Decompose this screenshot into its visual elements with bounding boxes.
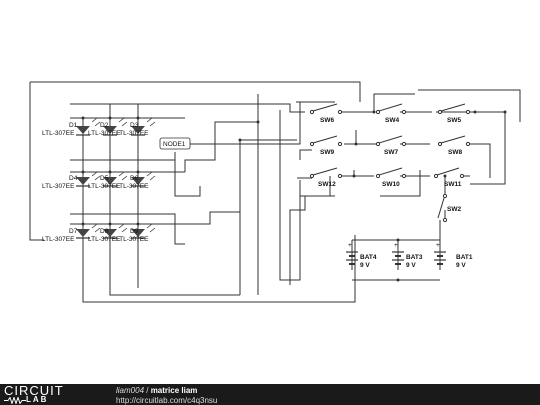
led-part: LTL-307EE xyxy=(116,236,149,243)
switch-sw4 xyxy=(375,103,407,115)
circuit-schematic: D1 LTL-307EE D2 LTL-307EE D3 LTL-307EE D… xyxy=(29,81,521,303)
sw11-label: SW11 xyxy=(444,181,462,188)
switch-sw12 xyxy=(309,167,343,179)
bat3-plus: + xyxy=(394,242,398,249)
bat1-ref: BAT1 xyxy=(456,254,473,261)
bat3-ref: BAT3 xyxy=(406,254,423,261)
separator: / xyxy=(144,386,151,395)
bat1-plus: + xyxy=(436,242,440,249)
sw9-label: SW9 xyxy=(320,149,334,156)
junction-dots xyxy=(81,110,507,282)
led-ref: D2 xyxy=(100,122,109,129)
led-ref: D3 xyxy=(130,122,139,129)
led-ref: D8 xyxy=(100,228,109,235)
switch-sw8 xyxy=(437,135,471,147)
led-ref: D6 xyxy=(130,175,139,182)
switch-sw2 xyxy=(437,193,448,223)
sw7-label: SW7 xyxy=(384,149,398,156)
led-matrix: D1 LTL-307EE D2 LTL-307EE D3 LTL-307EE D… xyxy=(42,117,156,243)
led-d1: D1 LTL-307EE xyxy=(42,122,90,137)
sw10-label: SW10 xyxy=(382,181,400,188)
led-ref: D9 xyxy=(130,228,139,235)
led-d5: D5 LTL-307EE xyxy=(88,175,121,190)
wires xyxy=(29,81,521,303)
sw6-label: SW6 xyxy=(320,117,334,124)
led-ref: D1 xyxy=(69,122,78,129)
led-part: LTL-307EE xyxy=(88,236,121,243)
led-part: LTL-307EE xyxy=(116,183,149,190)
circuit-url-link[interactable]: http://circuitlab.com/c4q3nsu xyxy=(116,396,218,405)
led-d6: D6 LTL-307EE xyxy=(116,175,149,190)
batteries: + BAT4 9 V + BAT3 9 V + BAT1 9 V xyxy=(346,240,473,269)
sw4-label: SW4 xyxy=(385,117,399,124)
bat4-ref: BAT4 xyxy=(360,254,377,261)
led-part: LTL-307EE xyxy=(42,236,75,243)
bat4-value: 9 V xyxy=(360,262,370,269)
bat3-value: 9 V xyxy=(406,262,416,269)
switch-sw10 xyxy=(375,167,407,179)
logo-text-bottom: LAB xyxy=(26,395,49,404)
battery-bat3 xyxy=(392,240,404,265)
led-d2: D2 LTL-307EE xyxy=(88,122,121,137)
switch-sw6 xyxy=(309,103,343,115)
led-part: LTL-307EE xyxy=(116,130,149,137)
footer-bar: CIRCUIT LAB liam004 / matrice liam http:… xyxy=(0,384,540,405)
led-d8: D8 LTL-307EE xyxy=(88,228,121,243)
led-ref: D4 xyxy=(69,175,78,182)
author-title-line: liam004 / matrice liam xyxy=(116,386,197,395)
resistor-squiggle-icon xyxy=(4,397,26,404)
switch-sw5 xyxy=(437,103,471,115)
sw5-label: SW5 xyxy=(447,117,461,124)
circuitlab-logo[interactable]: CIRCUIT LAB xyxy=(4,383,96,404)
led-part: LTL-307EE xyxy=(42,183,75,190)
led-part: LTL-307EE xyxy=(88,183,121,190)
circuit-title: matrice liam xyxy=(150,386,198,395)
sw2-label: SW2 xyxy=(447,206,461,213)
bat4-plus: + xyxy=(348,242,352,249)
led-part: LTL-307EE xyxy=(88,130,121,137)
logo-text-top: CIRCUIT xyxy=(4,383,64,398)
node1-label: NODE1 xyxy=(159,137,191,150)
led-d7: D7 LTL-307EE xyxy=(42,228,90,243)
led-d3: D3 LTL-307EE xyxy=(116,122,149,137)
switch-sw7 xyxy=(375,135,407,147)
led-ref: D7 xyxy=(69,228,78,235)
author-link[interactable]: liam004 xyxy=(116,386,145,395)
led-d9: D9 LTL-307EE xyxy=(116,228,149,243)
switch-sw9 xyxy=(309,135,343,147)
battery-bat4 xyxy=(346,240,358,265)
led-emission-arrows xyxy=(91,117,156,233)
sw8-label: SW8 xyxy=(448,149,462,156)
led-d4: D4 LTL-307EE xyxy=(42,175,90,190)
battery-bat1 xyxy=(434,240,446,265)
bat1-value: 9 V xyxy=(456,262,466,269)
node1-text: NODE1 xyxy=(163,141,186,148)
switches: SW6 SW4 SW5 SW9 SW7 SW8 SW12 SW10 xyxy=(309,103,471,223)
sw12-label: SW12 xyxy=(318,181,336,188)
led-ref: D5 xyxy=(100,175,109,182)
led-part: LTL-307EE xyxy=(42,130,75,137)
switch-sw11 xyxy=(433,167,465,179)
